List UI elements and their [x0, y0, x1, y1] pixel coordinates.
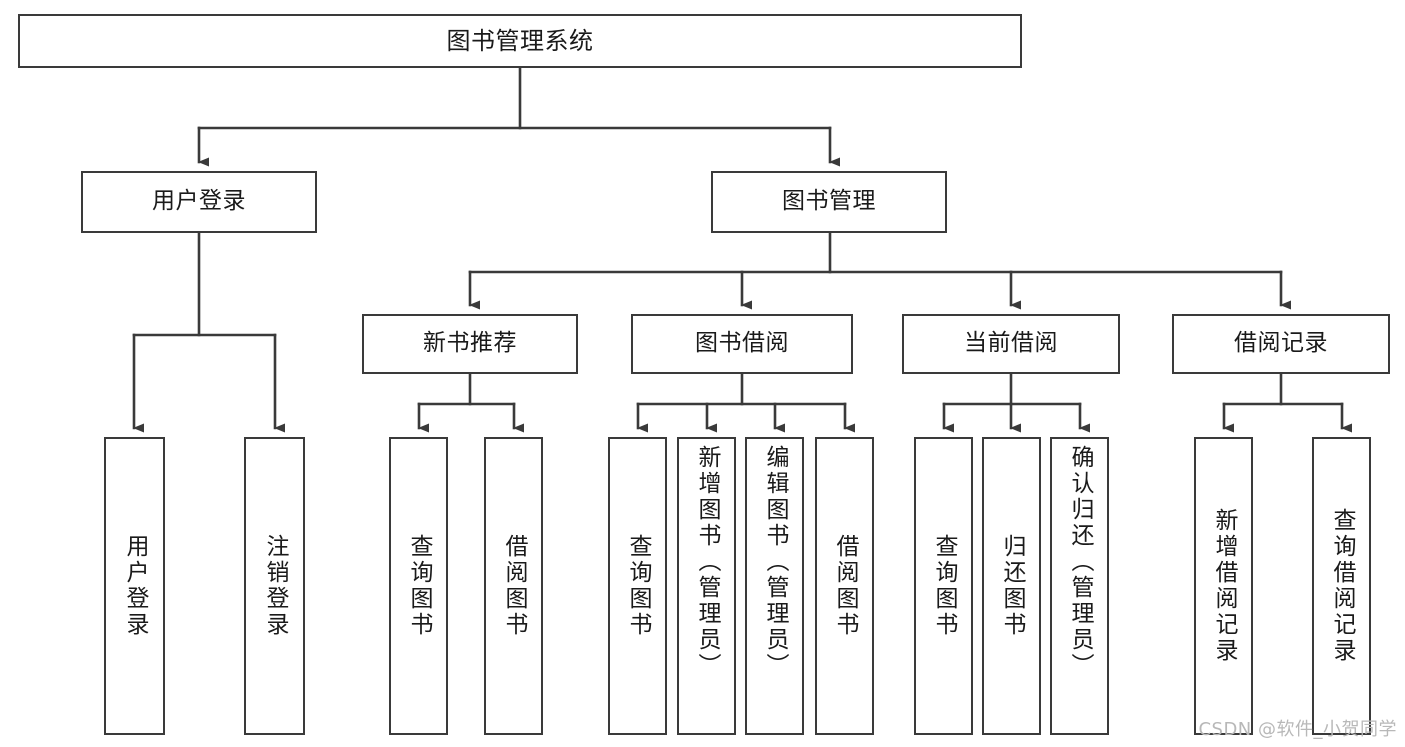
node-label: 新增借阅记录	[1211, 508, 1237, 664]
node-borrow-records[interactable]: 借阅记录	[1172, 314, 1390, 374]
node-root-system[interactable]: 图书管理系统	[18, 14, 1022, 68]
node-label: 编辑图书（管理员）	[762, 445, 788, 679]
node-label: 查询借阅记录	[1329, 508, 1355, 664]
node-label: 查询图书	[625, 534, 651, 638]
node-label: 新增图书（管理员）	[694, 445, 720, 679]
leaf-newbook-borrow-book[interactable]: 借阅图书	[484, 437, 543, 735]
leaf-user-logout[interactable]: 注销登录	[244, 437, 305, 735]
node-user-login[interactable]: 用户登录	[81, 171, 317, 233]
leaf-current-confirm-return-admin[interactable]: 确认归还（管理员）	[1050, 437, 1109, 735]
node-label: 确认归还（管理员）	[1067, 445, 1093, 679]
node-label: 查询图书	[931, 534, 957, 638]
leaf-current-return-book[interactable]: 归还图书	[982, 437, 1041, 735]
node-label: 归还图书	[999, 534, 1025, 638]
leaf-borrow-add-book-admin[interactable]: 新增图书（管理员）	[677, 437, 736, 735]
node-new-book-recommend[interactable]: 新书推荐	[362, 314, 578, 374]
node-label: 用户登录	[152, 188, 246, 215]
node-current-borrow[interactable]: 当前借阅	[902, 314, 1120, 374]
leaf-newbook-query-book[interactable]: 查询图书	[389, 437, 448, 735]
leaf-borrow-edit-book-admin[interactable]: 编辑图书（管理员）	[745, 437, 804, 735]
node-label: 借阅图书	[501, 534, 527, 638]
leaf-borrow-lend-book[interactable]: 借阅图书	[815, 437, 874, 735]
node-label: 图书借阅	[695, 330, 789, 357]
node-label: 新书推荐	[423, 330, 517, 357]
node-book-management[interactable]: 图书管理	[711, 171, 947, 233]
node-book-borrow[interactable]: 图书借阅	[631, 314, 853, 374]
node-label: 查询图书	[406, 534, 432, 638]
leaf-records-query-record[interactable]: 查询借阅记录	[1312, 437, 1371, 735]
node-label: 图书管理	[782, 188, 876, 215]
node-label: 注销登录	[262, 534, 288, 638]
leaf-records-add-record[interactable]: 新增借阅记录	[1194, 437, 1253, 735]
leaf-borrow-query-book[interactable]: 查询图书	[608, 437, 667, 735]
leaf-user-login[interactable]: 用户登录	[104, 437, 165, 735]
node-label: 借阅记录	[1234, 330, 1328, 357]
node-label: 当前借阅	[964, 330, 1058, 357]
node-label: 图书管理系统	[446, 26, 594, 55]
node-label: 用户登录	[122, 534, 148, 638]
node-label: 借阅图书	[832, 534, 858, 638]
leaf-current-query-book[interactable]: 查询图书	[914, 437, 973, 735]
